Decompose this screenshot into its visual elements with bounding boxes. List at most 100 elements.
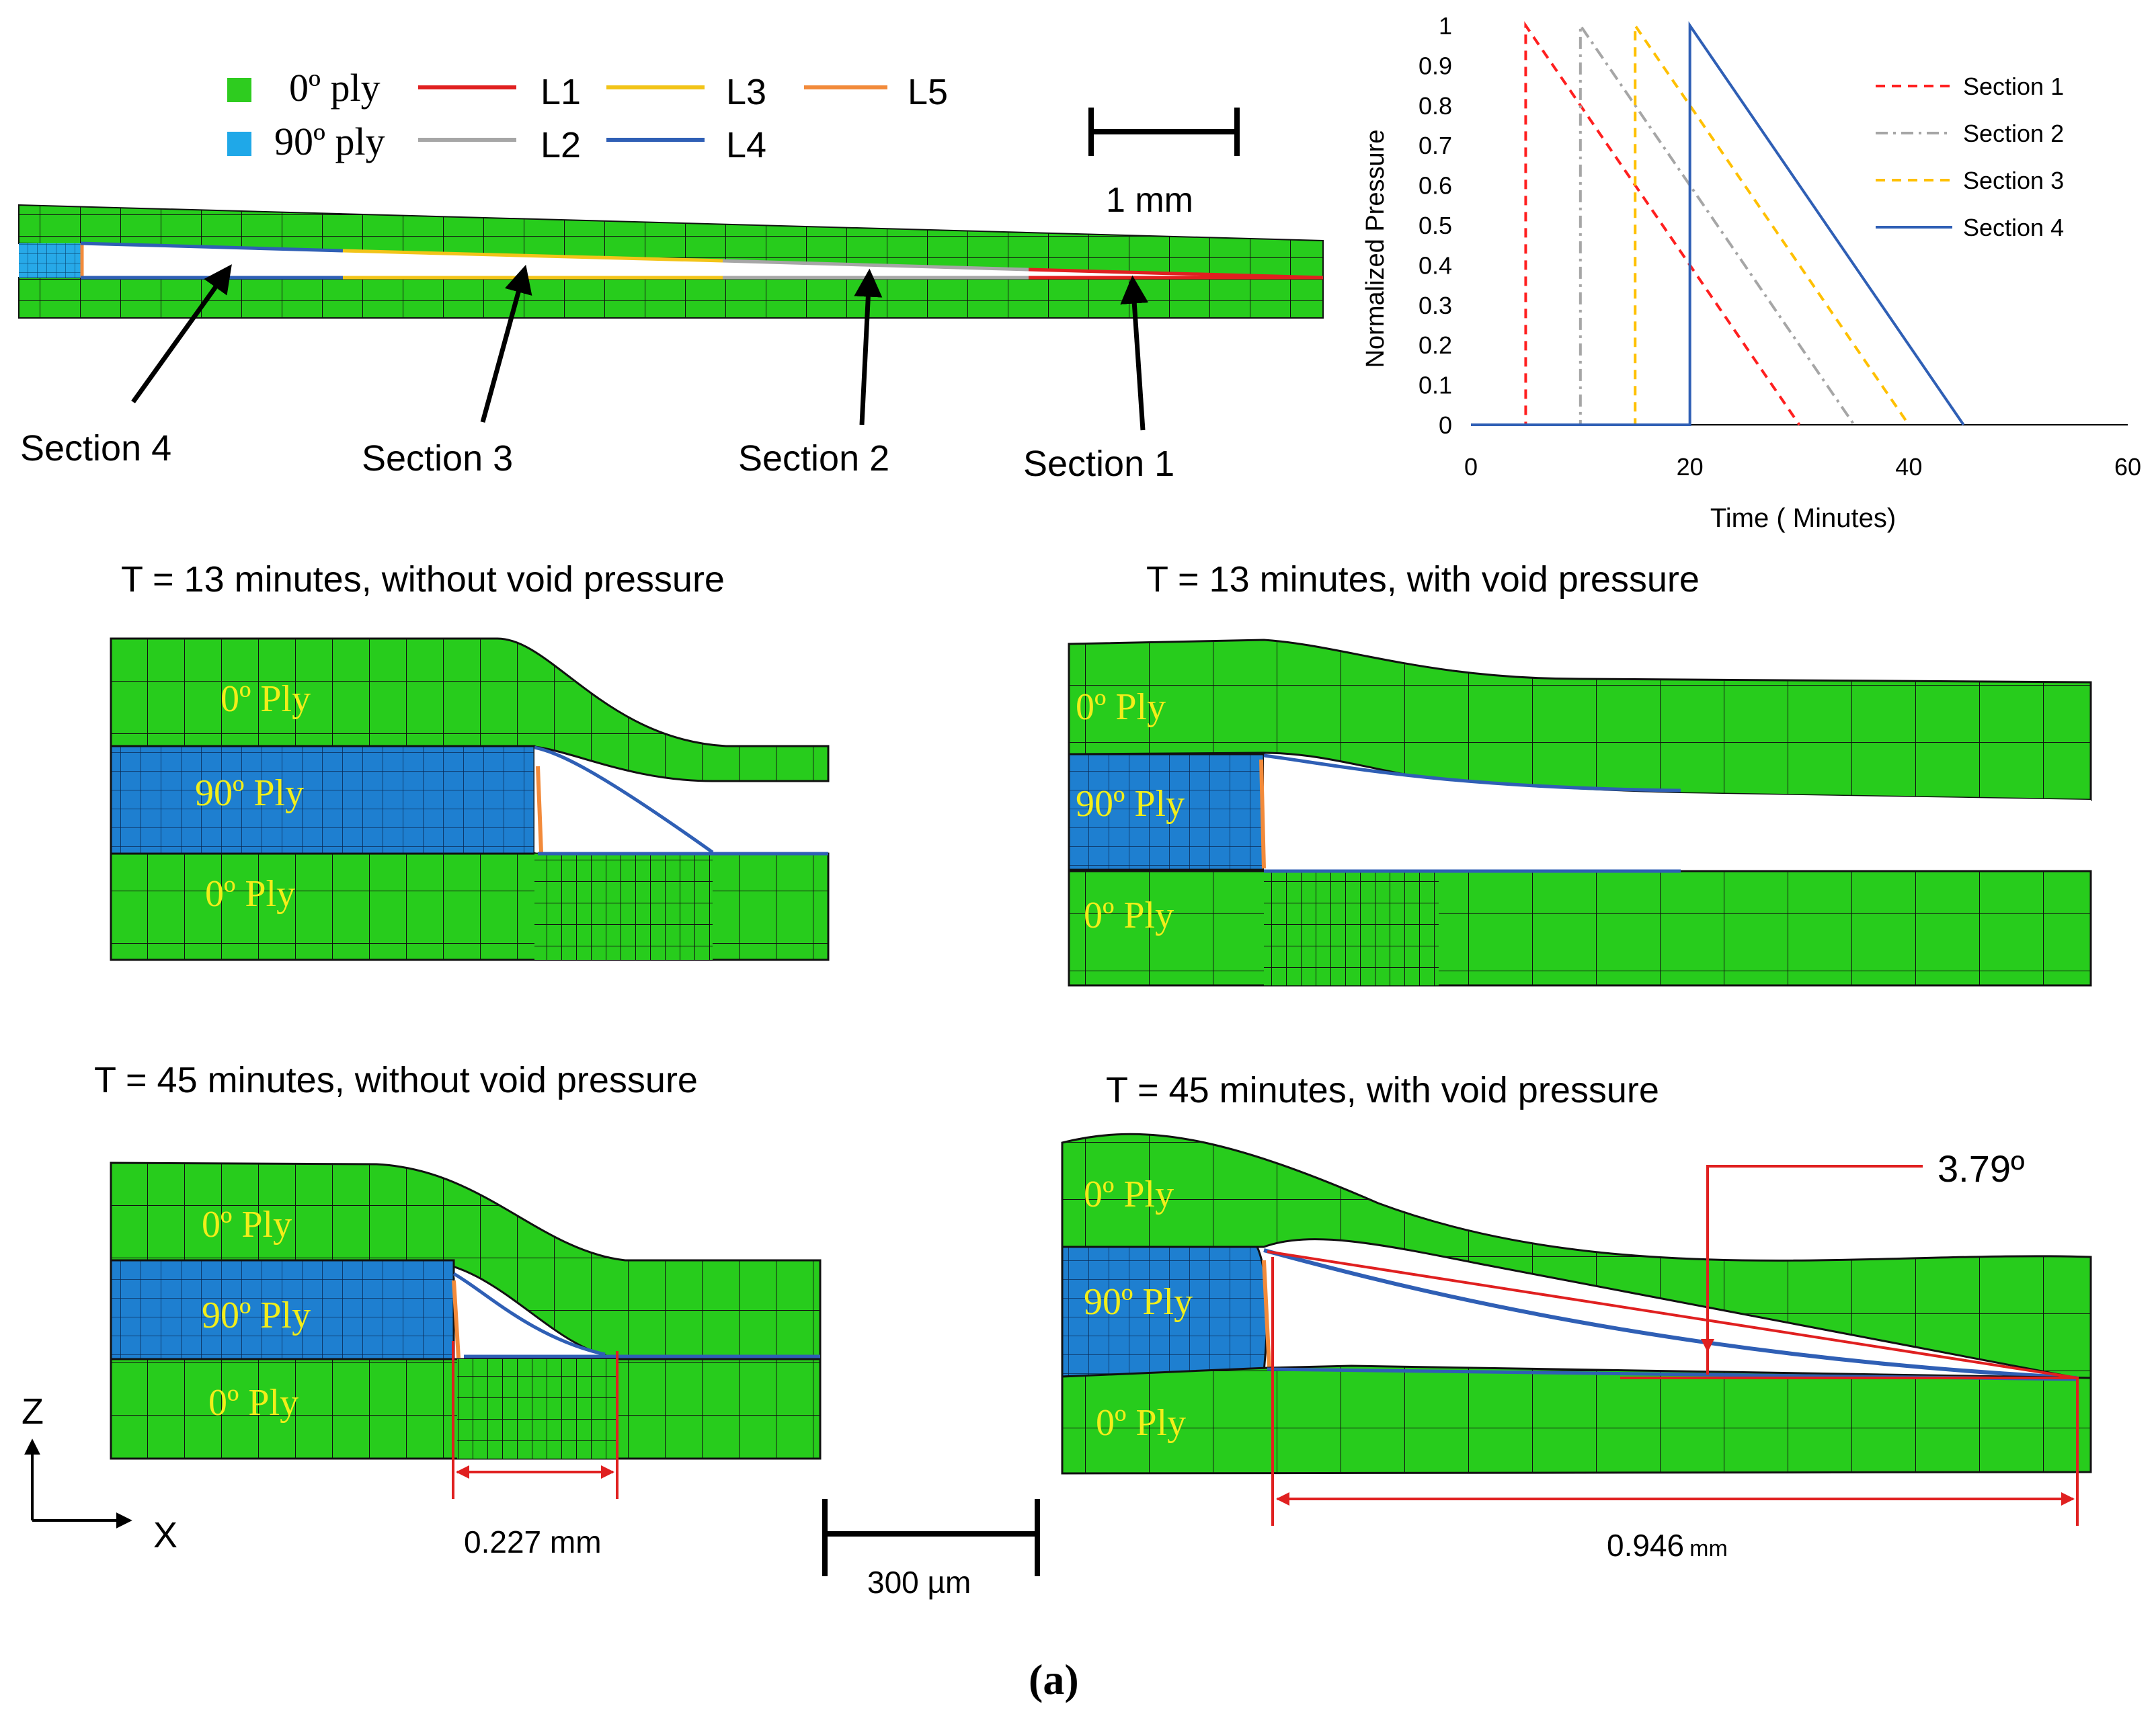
- panel4-angle-line-slope: [1267, 1250, 2078, 1379]
- interface-l3-upper: [342, 249, 723, 263]
- section-arrows: Section 4 Section 3 Section 2 Section 1: [20, 264, 1174, 484]
- panel3-dim-label: 0.227 mm: [464, 1524, 602, 1559]
- panel4-label-top: 0º Ply: [1084, 1174, 1174, 1215]
- scale-bar-bottom-label: 300 µm: [867, 1565, 971, 1600]
- legend-label-0-ply: 0º ply: [289, 66, 381, 110]
- section-4-arrow: [131, 264, 232, 404]
- chart-legend-label-1: Section 1: [1963, 73, 2064, 100]
- chart-y-tick-label: 0.6: [1419, 172, 1452, 200]
- legend-label-l2: L2: [541, 125, 581, 165]
- chart-x-tick-label: 20: [1677, 453, 1704, 481]
- legend-label-90-ply: 90º ply: [274, 120, 385, 163]
- chart-legend: Section 1 Section 2 Section 3 Section 4: [1876, 73, 2064, 241]
- panel1-bottom-fine-mesh: [534, 854, 713, 960]
- legend-swatch-90-ply: [227, 132, 251, 156]
- legend-label-l4: L4: [726, 125, 766, 165]
- chart-legend-label-3: Section 3: [1963, 167, 2064, 194]
- panel3-void-orange-edge: [452, 1280, 461, 1358]
- chart-y-tick-label: 0.1: [1419, 372, 1452, 399]
- legend-swatch-0-ply: [227, 78, 251, 102]
- panel4-bottom-ply: [1061, 1364, 2092, 1475]
- section-2-label: Section 2: [738, 438, 889, 479]
- panel3-bottom-fine-mesh: [457, 1359, 618, 1459]
- chart-series-line-4: [1471, 21, 1965, 426]
- panel4-label-mid: 90º Ply: [1084, 1281, 1193, 1323]
- chart-y-tick-label: 0.2: [1419, 331, 1452, 359]
- panel3-void-upper-edge: [452, 1272, 606, 1356]
- chart-legend-label-2: Section 2: [1963, 120, 2064, 147]
- panel3-void: [454, 1274, 605, 1354]
- panel2-void: [1264, 756, 2091, 870]
- panel2-void-orange-edge: [1259, 759, 1266, 869]
- panel1-label-mid: 90º Ply: [195, 772, 304, 814]
- chart-y-tick-label: 1: [1439, 12, 1452, 40]
- figure-caption: (a): [1029, 1656, 1079, 1703]
- laminate-lower-ply: [18, 277, 1324, 319]
- panel2-void-upper-edge: [1263, 753, 1681, 792]
- laminate-90-ply-block: [19, 243, 81, 278]
- panel3-label-bot: 0º Ply: [208, 1382, 298, 1424]
- panel2-bottom-ply: [1068, 870, 2092, 987]
- interface-l2-upper: [722, 259, 1029, 272]
- section-4-label: Section 4: [20, 428, 171, 468]
- panel3-90-ply: [110, 1259, 455, 1362]
- chart-y-axis-title: Normalized Pressure: [1361, 130, 1390, 368]
- svg-text:Normalized Pressure: Normalized Pressure: [1361, 130, 1390, 368]
- axis-z-label: Z: [22, 1391, 44, 1432]
- panel-t45-with-void-title: T = 45 minutes, with void pressure: [1106, 1070, 1659, 1110]
- section-3-arrow: [480, 264, 532, 423]
- panel4-top-ply: [1061, 1133, 2092, 1379]
- pressure-chart: Normalized Pressure Time ( Minutes) 0 0.1…: [1361, 12, 2141, 533]
- chart-y-tick-label: 0.9: [1419, 52, 1452, 79]
- panel4-void-upper-edge: [1263, 1248, 2078, 1380]
- panel4-void-orange-edge: [1262, 1260, 1271, 1369]
- legend: 0º ply 90º ply L1 L2 L3 L4 L5: [227, 66, 948, 165]
- panel1-label-top: 0º Ply: [221, 678, 311, 720]
- section-2-arrow: [854, 268, 883, 425]
- chart-x-tick-label: 40: [1895, 453, 1922, 481]
- chart-x-axis-title: Time ( Minutes): [1710, 503, 1896, 533]
- legend-label-l1: L1: [541, 72, 581, 112]
- panel2-90-ply: [1068, 753, 1265, 871]
- panel-t13-with-void-title: T = 13 minutes, with void pressure: [1146, 559, 1700, 600]
- scale-bar-top: 1 mm: [1088, 108, 1240, 220]
- laminate-model: [18, 204, 1324, 319]
- panel3-top-ply: [110, 1161, 822, 1359]
- panel-t45-no-void-title: T = 45 minutes, without void pressure: [94, 1060, 698, 1100]
- panel1-void: [534, 747, 713, 852]
- panel2-label-mid: 90º Ply: [1076, 783, 1185, 825]
- section-3-label: Section 3: [362, 438, 513, 479]
- scale-bar-top-label: 1 mm: [1106, 181, 1193, 220]
- section-1-arrow: [1120, 275, 1149, 431]
- chart-y-tick-label: 0.4: [1419, 251, 1452, 279]
- panel1-void-orange-edge: [536, 766, 543, 853]
- chart-y-tick-label: 0.3: [1419, 292, 1452, 319]
- chart-series-line-1: [1471, 21, 1801, 426]
- panel4-angle-label: 3.79º: [1938, 1147, 2024, 1190]
- panel-t13-no-void: T = 13 minutes, without void pressure 0º…: [110, 559, 830, 961]
- chart-x-tick-label: 0: [1464, 453, 1478, 481]
- panel-t45-no-void: T = 45 minutes, without void pressure 0º…: [94, 1060, 822, 1559]
- chart-y-tick-label: 0.5: [1419, 212, 1452, 239]
- scale-bar-bottom: 300 µm: [822, 1499, 1040, 1600]
- panel4-void: [1264, 1250, 2077, 1378]
- panel2-bottom-fine-mesh: [1264, 871, 1439, 985]
- panel-t45-with-void: T = 45 minutes, with void pressure 0º Pl…: [1061, 1070, 2092, 1563]
- section-1-label: Section 1: [1023, 444, 1174, 484]
- chart-legend-label-4: Section 4: [1963, 214, 2064, 241]
- axes-indicator: Z X: [22, 1391, 177, 1555]
- panel-t13-no-void-title: T = 13 minutes, without void pressure: [121, 559, 725, 600]
- panel3-label-top: 0º Ply: [202, 1204, 292, 1246]
- interface-l4-upper: [80, 241, 344, 253]
- legend-label-l5: L5: [908, 72, 948, 112]
- chart-y-tick-label: 0: [1439, 411, 1452, 439]
- legend-label-l3: L3: [726, 72, 766, 112]
- axis-x-label: X: [153, 1515, 177, 1555]
- panel1-90-ply: [110, 745, 536, 855]
- chart-y-tick-label: 0.7: [1419, 132, 1452, 159]
- panel2-label-bot: 0º Ply: [1084, 895, 1174, 936]
- panel3-label-mid: 90º Ply: [202, 1295, 311, 1336]
- panel1-label-bot: 0º Ply: [205, 873, 295, 915]
